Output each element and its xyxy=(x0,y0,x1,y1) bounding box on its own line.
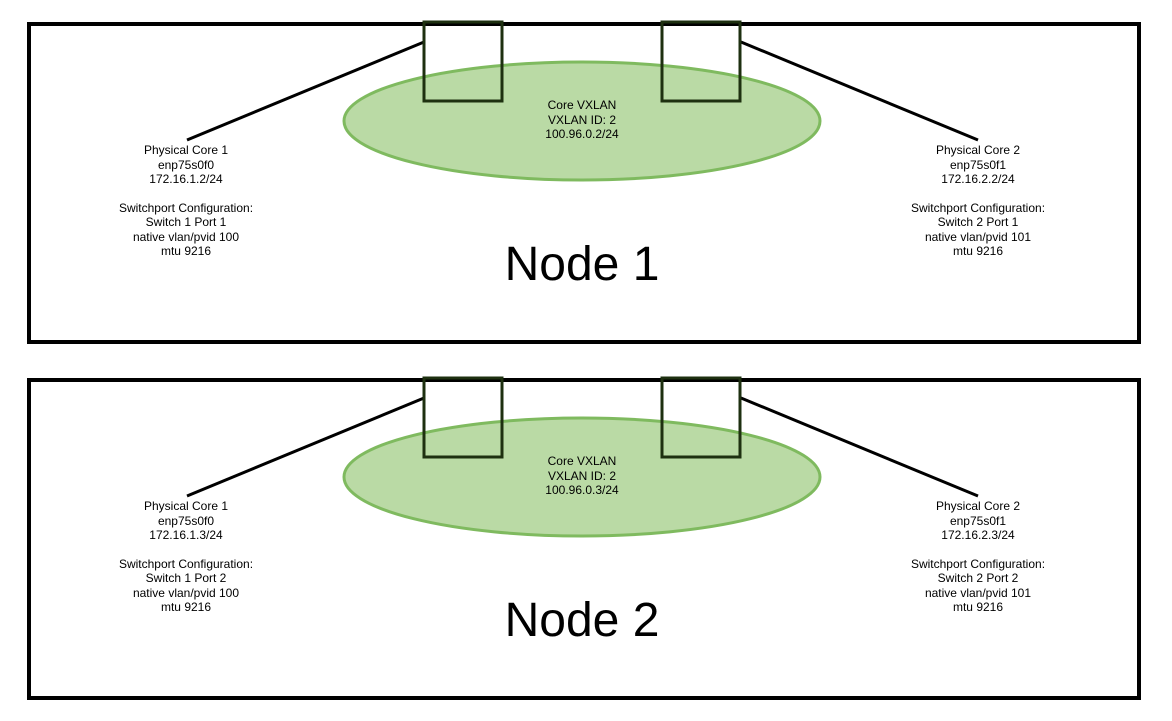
node-2-vxlan-label: Core VXLAN VXLAN ID: 2 100.96.0.3/24 xyxy=(545,454,618,498)
core-address: 172.16.2.3/24 xyxy=(941,528,1015,542)
vxlan-name: Core VXLAN xyxy=(547,98,617,112)
core-interface: enp75s0f1 xyxy=(949,513,1007,528)
switchport-heading: Switchport Configuration: xyxy=(118,200,254,215)
node-1-core1-info: Physical Core 1 enp75s0f0 172.16.1.2/24 … xyxy=(119,143,253,259)
switchport-heading: Switchport Configuration: xyxy=(118,556,254,571)
node-1-core1-link xyxy=(186,40,425,142)
core-address: 172.16.1.2/24 xyxy=(149,172,223,186)
core-address: 172.16.1.3/24 xyxy=(149,528,223,542)
node-2-port-2 xyxy=(660,376,742,459)
vxlan-id: VXLAN ID: 2 xyxy=(547,468,617,483)
node-2-core2-info: Physical Core 2 enp75s0f1 172.16.2.3/24 … xyxy=(911,499,1045,615)
core-interface: enp75s0f0 xyxy=(157,157,215,172)
node-1-port-1 xyxy=(422,20,504,103)
node-2-wiring xyxy=(186,376,979,538)
switchport-vlan: native vlan/pvid 100 xyxy=(132,585,240,600)
switchport-mtu: mtu 9216 xyxy=(952,244,1004,258)
switchport-vlan: native vlan/pvid 101 xyxy=(924,229,1032,244)
node-2-core1-info: Physical Core 1 enp75s0f0 172.16.1.3/24 … xyxy=(119,499,253,615)
node-2-core2-link xyxy=(740,396,979,498)
node-1-core2-info: Physical Core 2 enp75s0f1 172.16.2.2/24 … xyxy=(911,143,1045,259)
vxlan-address: 100.96.0.3/24 xyxy=(545,483,619,497)
switchport-port: Switch 2 Port 1 xyxy=(937,215,1019,229)
switchport-mtu: mtu 9216 xyxy=(160,600,212,614)
node-2-diagram: Core VXLAN VXLAN ID: 2 100.96.0.3/24 Phy… xyxy=(0,356,1172,716)
node-1-box xyxy=(27,22,1141,344)
node-1-core2-link xyxy=(740,40,979,142)
switchport-heading: Switchport Configuration: xyxy=(910,556,1046,571)
vxlan-address: 100.96.0.2/24 xyxy=(545,127,619,141)
switchport-vlan: native vlan/pvid 100 xyxy=(132,229,240,244)
core-address: 172.16.2.2/24 xyxy=(941,172,1015,186)
core-name: Physical Core 2 xyxy=(935,143,1021,157)
node-1-vxlan-label: Core VXLAN VXLAN ID: 2 100.96.0.2/24 xyxy=(545,98,618,142)
node-1-port-2 xyxy=(660,20,742,103)
core-interface: enp75s0f1 xyxy=(949,157,1007,172)
node-1-vxlan-ellipse xyxy=(342,60,822,182)
switchport-heading: Switchport Configuration: xyxy=(910,200,1046,215)
vxlan-name: Core VXLAN xyxy=(547,454,617,468)
node-2-title: Node 2 xyxy=(504,594,660,647)
switchport-vlan: native vlan/pvid 101 xyxy=(924,585,1032,600)
switchport-port: Switch 1 Port 2 xyxy=(145,571,227,585)
switchport-mtu: mtu 9216 xyxy=(952,600,1004,614)
node-2-core1-link xyxy=(186,396,425,498)
node-2-port-1 xyxy=(422,376,504,459)
switchport-port: Switch 1 Port 1 xyxy=(145,215,227,229)
core-interface: enp75s0f0 xyxy=(157,513,215,528)
node-2-vxlan-ellipse xyxy=(342,416,822,538)
switchport-mtu: mtu 9216 xyxy=(160,244,212,258)
core-name: Physical Core 1 xyxy=(143,143,229,157)
node-1-title: Node 1 xyxy=(504,238,660,291)
switchport-port: Switch 2 Port 2 xyxy=(937,571,1019,585)
node-1-wiring xyxy=(186,20,979,182)
core-name: Physical Core 1 xyxy=(143,499,229,513)
node-1-diagram: Core VXLAN VXLAN ID: 2 100.96.0.2/24 Phy… xyxy=(0,0,1172,360)
node-2-box xyxy=(27,378,1141,700)
core-name: Physical Core 2 xyxy=(935,499,1021,513)
vxlan-id: VXLAN ID: 2 xyxy=(547,112,617,127)
